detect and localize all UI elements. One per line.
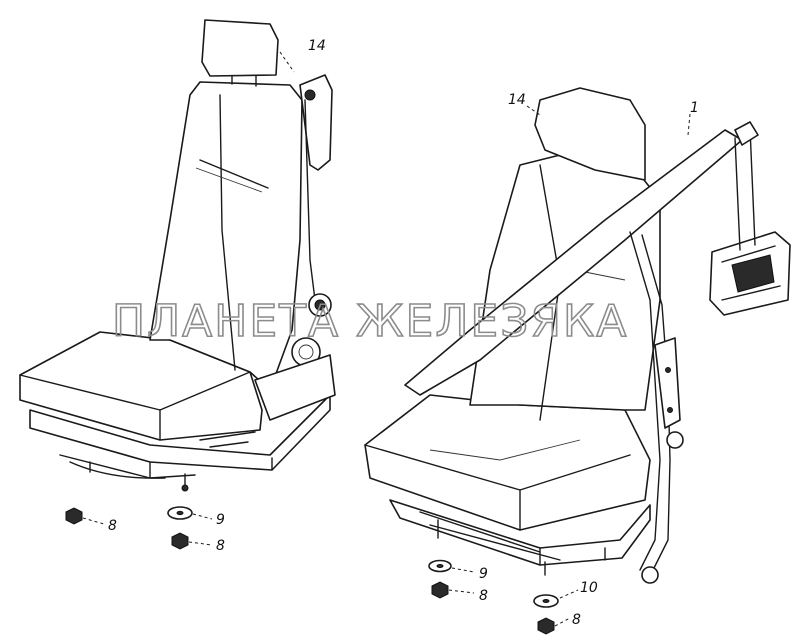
callout-left-nut: 8 [108, 518, 117, 534]
callout-left-washer: 9 [216, 512, 225, 528]
right-hardware [428, 105, 691, 635]
right-seat-cushion [364, 394, 651, 531]
right-seat-headrest [534, 87, 646, 181]
right-washer-nut-icon [431, 581, 449, 599]
left-seat-base-frame [29, 394, 331, 471]
left-belt-anchor [299, 74, 333, 171]
left-seat-headrest [201, 19, 279, 77]
left-seat-backrest [149, 81, 303, 391]
left-seat-cushion [19, 331, 263, 441]
callout-right-washer2-nut: 8 [572, 612, 581, 628]
callout-right-headrest: 14 [508, 92, 526, 108]
callout-right-washer2: 10 [580, 580, 598, 596]
callout-right-belt: 1 [690, 100, 699, 116]
callout-right-washer-nut: 8 [479, 588, 488, 604]
callout-left-washer-nut: 8 [216, 538, 225, 554]
watermark-text: ПЛАНЕТА ЖЕЛЕЗЯКА [112, 296, 628, 347]
left-washer-nut-icon [171, 532, 189, 550]
callout-right-washer: 9 [479, 566, 488, 582]
right-seat-base-frame [389, 499, 651, 566]
left-seat [19, 19, 336, 492]
left-nut-icon [65, 507, 83, 525]
left-hardware [65, 51, 295, 550]
right-washer2-nut-icon [537, 617, 555, 635]
right-seat [364, 87, 791, 584]
right-adjust-knob [666, 431, 684, 449]
callout-left-headrest: 14 [308, 38, 326, 54]
